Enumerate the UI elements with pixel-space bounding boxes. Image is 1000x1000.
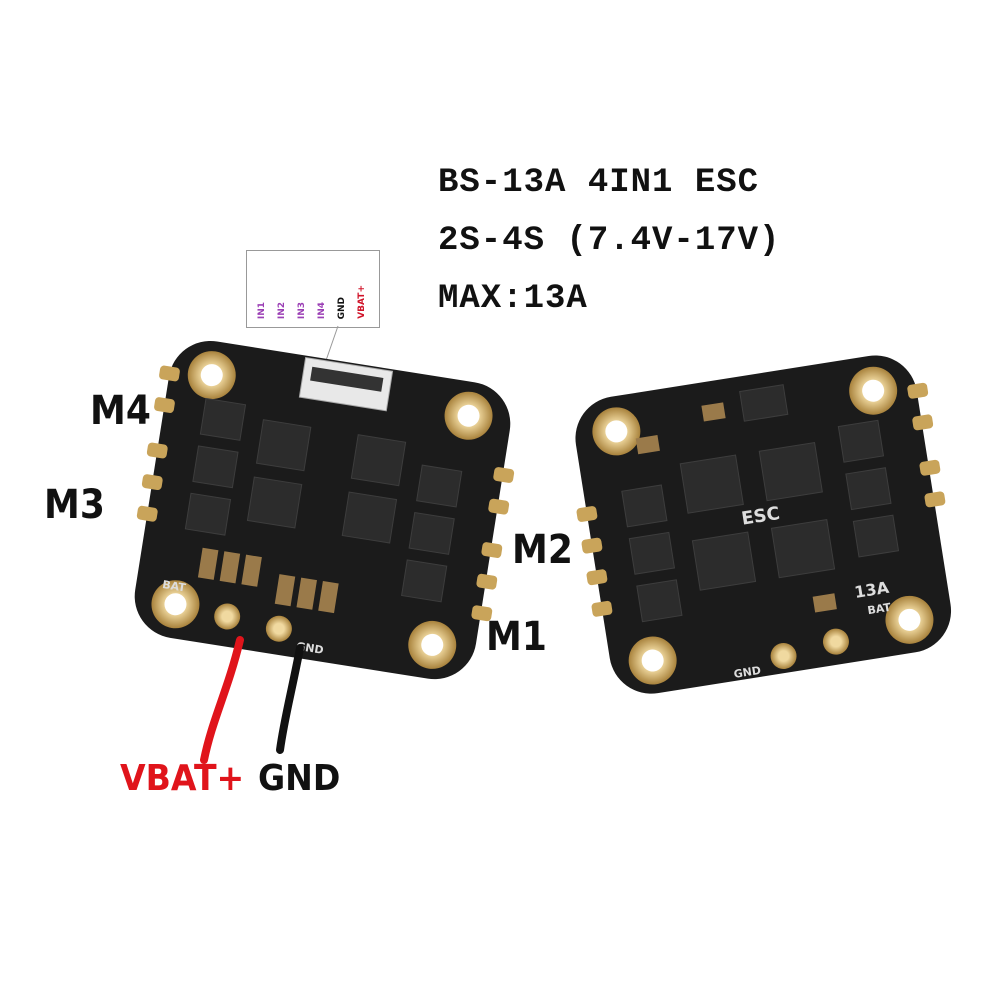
- back-bat-text: BAT: [867, 601, 893, 618]
- front-mount-holes: [151, 351, 493, 669]
- back-gnd-pad: [770, 642, 797, 669]
- motor-label-m1: M1: [486, 614, 547, 660]
- front-capacitors: [197, 547, 339, 614]
- motor-label-m2: M2: [512, 527, 573, 573]
- back-bat-pad: [822, 628, 849, 655]
- back-chips: [621, 384, 900, 623]
- front-board: BAT GND: [134, 340, 515, 680]
- back-mount-holes: [592, 366, 934, 685]
- gnd-wire: [276, 644, 304, 754]
- connector-pinout-box: IN1 IN2 IN3 IN4 GND VBAT+: [246, 250, 380, 328]
- back-board: ESC 13A BAT GND: [575, 355, 952, 694]
- motor-label-m3: M3: [44, 482, 105, 528]
- spec-voltage: 2S-4S (7.4V-17V): [438, 222, 781, 260]
- motor-label-m4: M4: [90, 388, 151, 434]
- back-gnd-text: GND: [733, 664, 762, 681]
- front-chips: [184, 397, 463, 603]
- back-motor-pads: [576, 382, 946, 617]
- wire-label-vbat: VBAT+: [120, 758, 245, 799]
- front-bat-pad: [214, 603, 241, 630]
- wire-label-gnd: GND: [258, 758, 341, 799]
- back-capacitors: [635, 402, 837, 613]
- spec-current: MAX:13A: [438, 280, 588, 318]
- front-gnd-pad: [265, 615, 292, 642]
- front-bat-text: BAT: [161, 578, 187, 595]
- vbat-wire: [200, 636, 244, 764]
- spec-title: BS-13A 4IN1 ESC: [438, 164, 760, 202]
- front-motor-pads: [136, 365, 515, 622]
